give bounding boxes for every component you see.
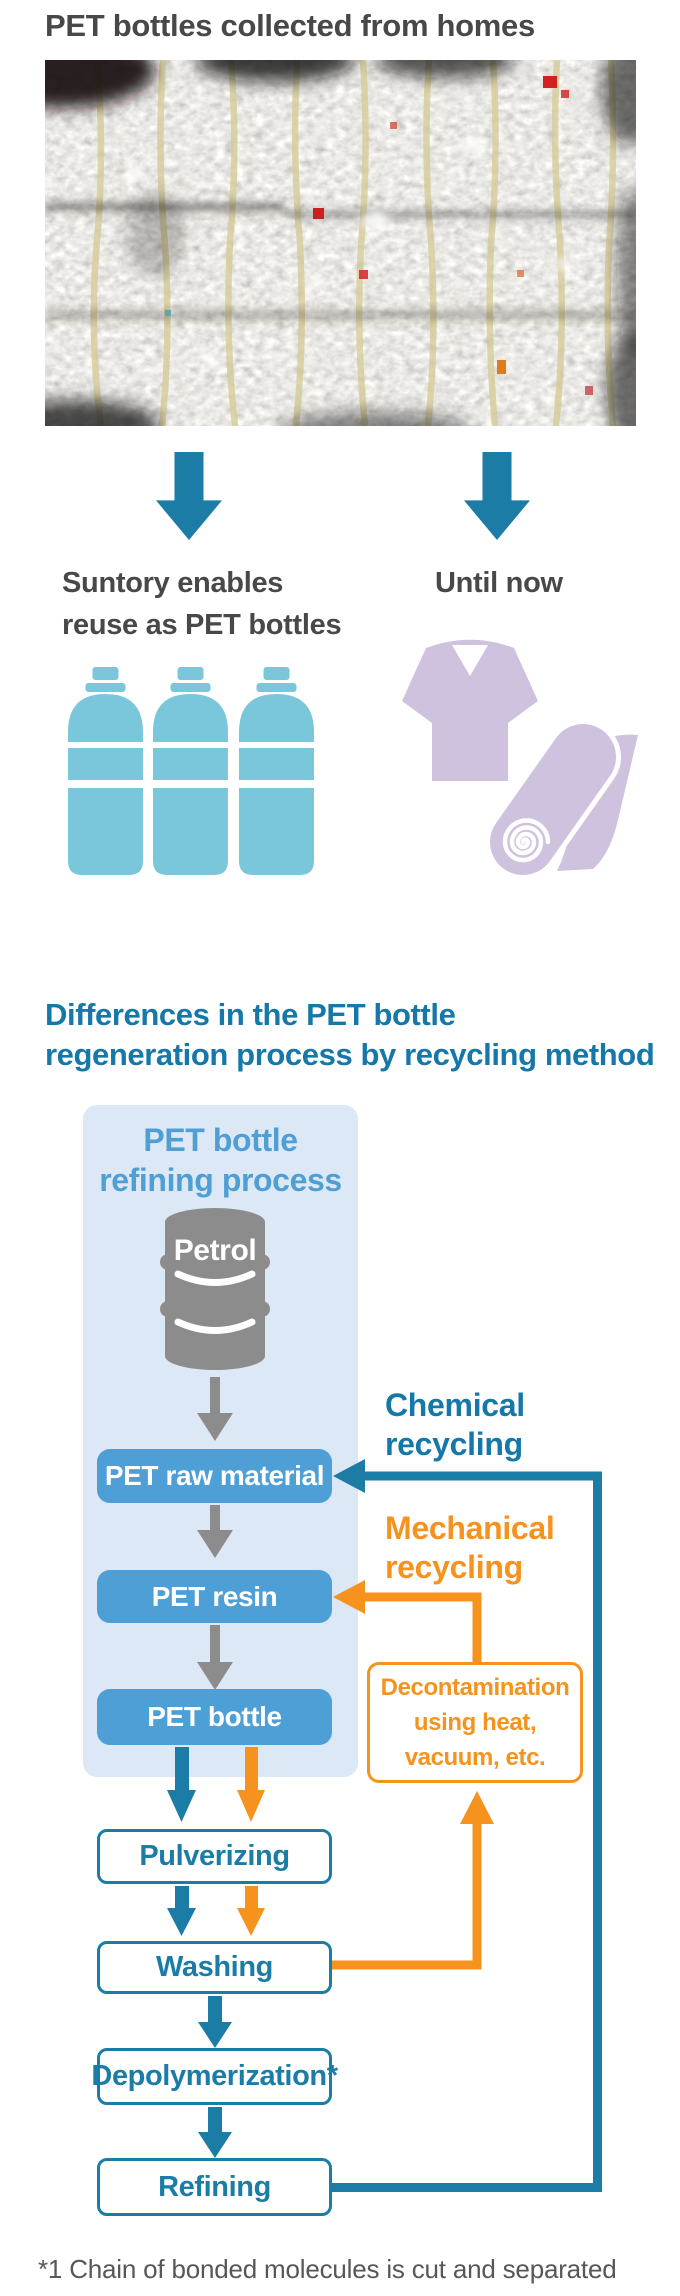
pet-bottles-icon [68, 667, 314, 875]
textile-roll-icon [485, 719, 638, 880]
down-arrow-icon-right [464, 452, 530, 540]
flow-box-pet-bottle: PET bottle [97, 1689, 332, 1745]
flow-box-pulverizing: Pulverizing [97, 1829, 332, 1884]
refining-process-panel-label: PET bottle refining process [99, 1122, 342, 1198]
decontamination-box: Decontamination using heat, vacuum, etc. [367, 1662, 583, 1783]
flow-box-washing: Washing [97, 1941, 332, 1994]
colored-specks [165, 76, 593, 395]
flow-box-pet-raw-material: PET raw material [97, 1449, 332, 1503]
footnote: *1 Chain of bonded molecules is cut and … [38, 2254, 617, 2284]
chemical-recycling-label: Chemical recycling [385, 1387, 525, 1462]
tshirt-icon [402, 639, 538, 781]
down-arrow-icon-left [156, 452, 222, 540]
petrol-label: Petrol [173, 1234, 257, 1267]
flow-box-refining: Refining [97, 2158, 332, 2216]
flow-box-depolymerization: Depolymerization* [91, 2048, 338, 2105]
section-title: Differences in the PET bottle regenerati… [45, 997, 655, 1072]
mechanical-recycling-label: Mechanical recycling [385, 1510, 555, 1585]
suntory-reuse-label: Suntory enables reuse as PET bottles [62, 567, 342, 641]
flow-box-pet-resin: PET resin [97, 1570, 332, 1623]
tshirt-and-roll-icon [402, 639, 638, 880]
page-title: PET bottles collected from homes [45, 8, 535, 43]
pet-bale-photo [45, 60, 636, 426]
oil-barrel-icon [160, 1208, 270, 1370]
until-now-label: Until now [435, 567, 563, 599]
